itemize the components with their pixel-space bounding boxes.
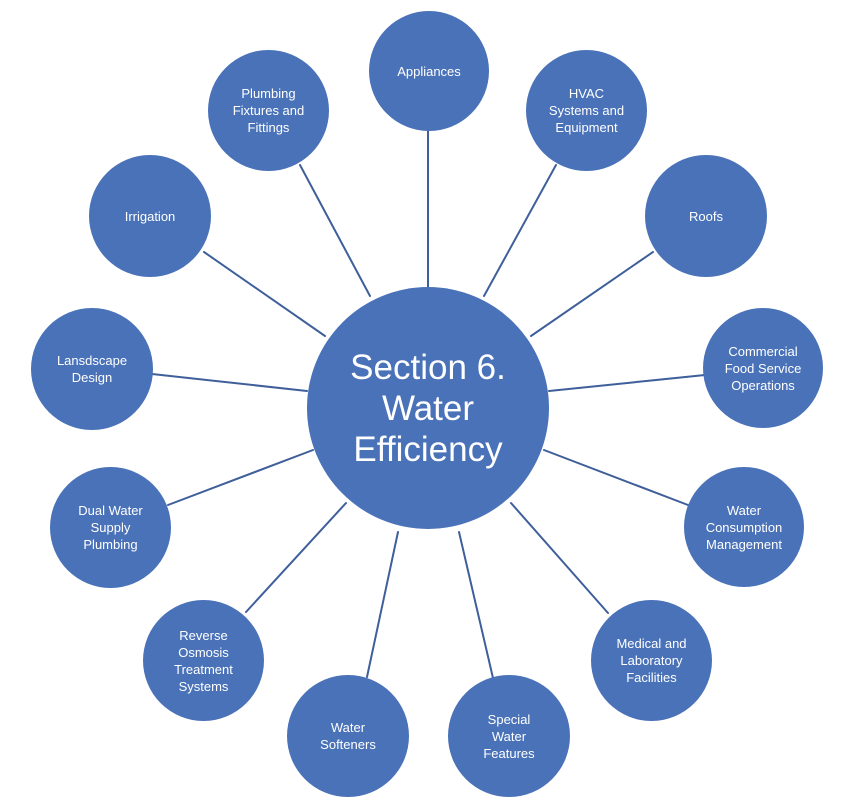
connector-irrigation (203, 251, 326, 337)
connector-hvac (483, 164, 557, 297)
node-dual-water: Dual Water Supply Plumbing (51, 468, 170, 587)
connector-foodservice (548, 374, 706, 392)
node-label-water-softeners: Water Softeners (320, 720, 376, 752)
connector-softeners (366, 531, 399, 678)
hub-title: Section 6. Water Efficiency (350, 347, 506, 469)
node-label-hvac: HVAC Systems and Equipment (548, 86, 625, 135)
node-label-roofs: Roofs (689, 208, 723, 224)
node-irrigation: Irrigation (90, 156, 210, 276)
node-roofs: Roofs (646, 156, 766, 276)
node-label-landscape: Lansdscape Design (56, 353, 128, 385)
connector-landscape (151, 373, 308, 392)
node-label-dual-water: Dual Water Supply Plumbing (78, 503, 143, 552)
node-label-water-consumption: Water Consumption Management (705, 502, 783, 552)
node-label-food-service: Commercial Food Service Operations (724, 343, 802, 393)
node-label-special-water: Special Water Features (483, 711, 535, 761)
node-label-irrigation: Irrigation (124, 208, 176, 224)
connector-plumbing (299, 164, 371, 297)
node-medical: Medical and Laboratory Facilities (592, 601, 711, 720)
node-reverse-osmosis: Reverse Osmosis Treatment Systems (144, 601, 263, 720)
connector-special (458, 531, 494, 679)
connector-roofs (530, 251, 654, 337)
node-label-reverse-osmosis: Reverse Osmosis Treatment Systems (174, 627, 233, 694)
node-label-appliances: Appliances (397, 63, 461, 79)
node-food-service: Commercial Food Service Operations (704, 309, 822, 427)
node-hvac: HVAC Systems and Equipment (527, 51, 646, 170)
node-plumbing: Plumbing Fixtures and Fittings (209, 51, 328, 170)
node-water-softeners: Water Softeners (288, 676, 408, 796)
node-special-water: Special Water Features (449, 676, 569, 796)
connector-dualwater (167, 449, 314, 506)
connector-waterconsumption (543, 449, 689, 506)
connector-medical (510, 502, 609, 614)
node-water-consumption: Water Consumption Management (685, 468, 803, 586)
node-label-plumbing: Plumbing Fixtures and Fittings (232, 86, 305, 135)
hub-node: Section 6. Water Efficiency (307, 287, 549, 529)
node-label-medical: Medical and Laboratory Facilities (616, 636, 687, 685)
connector-reverse (245, 502, 347, 613)
node-landscape: Lansdscape Design (32, 309, 152, 429)
node-appliances: Appliances (370, 12, 488, 130)
